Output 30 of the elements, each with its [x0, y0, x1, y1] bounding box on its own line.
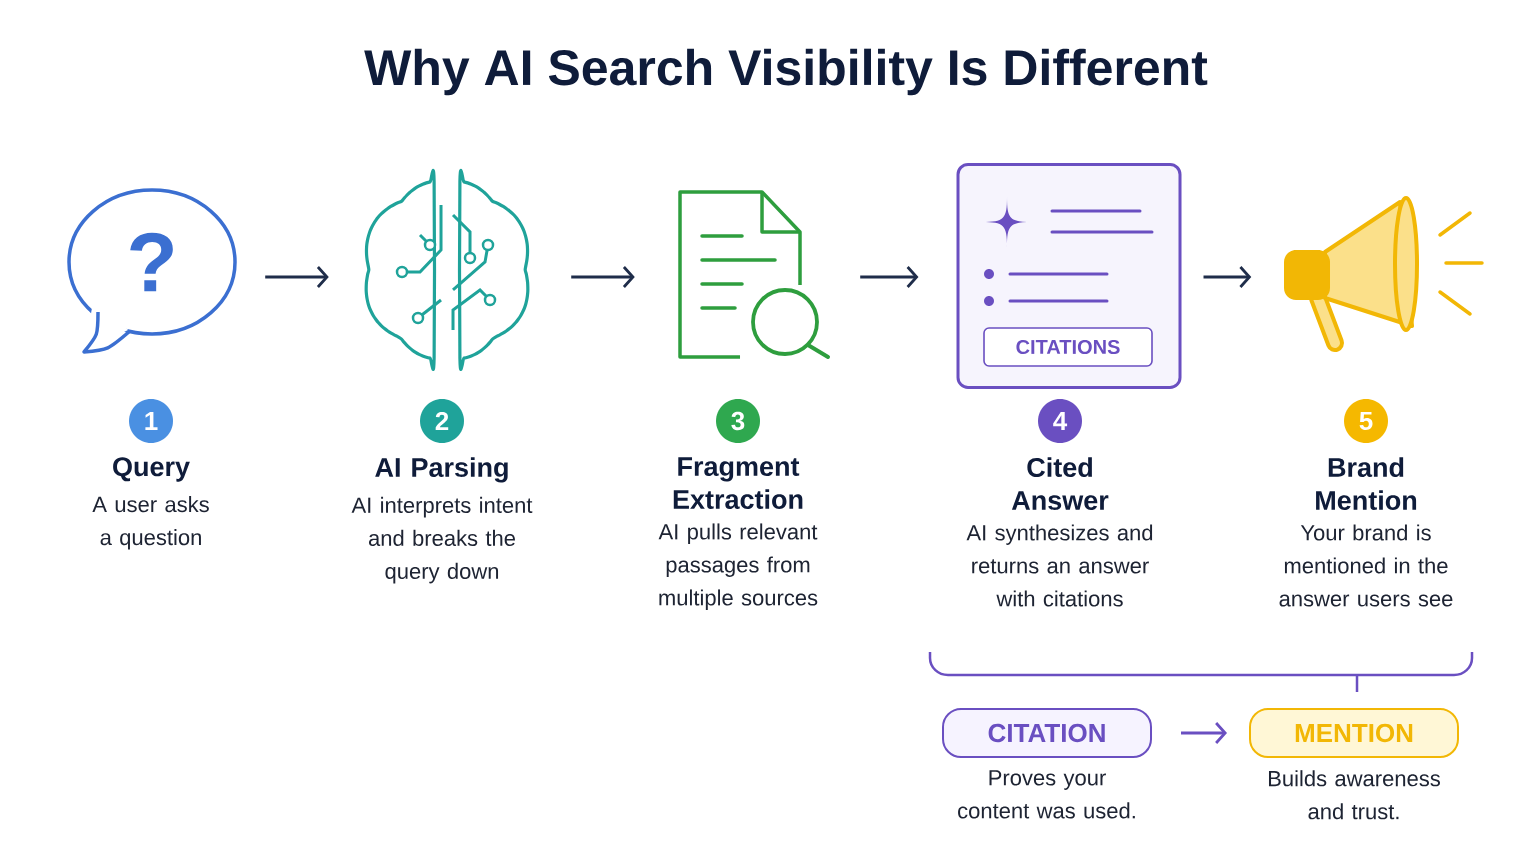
step-description: AI interprets intent and breaks the query down [351, 496, 533, 584]
tag-pill: MENTION [1249, 708, 1459, 758]
step-title: Brand Mention [1316, 457, 1417, 510]
step-number: 4 [1038, 399, 1082, 443]
tag-description: Proves your content was used. [958, 770, 1135, 819]
step-number: 1 [129, 399, 173, 443]
speech-bubble: ? [67, 188, 237, 354]
step-title: Cited Answer [1011, 457, 1109, 510]
step-number: 3 [716, 399, 760, 443]
citations-label: CITATIONS [983, 327, 1153, 367]
step-number: 5 [1344, 399, 1388, 443]
arrow [1203, 266, 1252, 288]
tag-description: Builds awareness and trust. [1269, 770, 1440, 820]
arrow [265, 266, 329, 288]
title: Why AI Search Visibility Is Different [364, 48, 1208, 96]
step-description: Your brand is mentioned in the answer users see [1279, 524, 1453, 607]
megaphone-drawing [1284, 196, 1484, 352]
document-search-drawing [678, 190, 830, 359]
tag-pill: CITATION [942, 708, 1152, 758]
arrow [1181, 722, 1227, 744]
step-title: Query [113, 457, 190, 482]
step-title: AI Parsing [375, 457, 508, 483]
step-title: Fragment Extraction [673, 457, 803, 510]
step-description: AI pulls relevant passages from multiple sources [658, 523, 818, 610]
step-description: A user asks a question [92, 496, 209, 550]
step-number: 2 [420, 399, 464, 443]
arrow [571, 266, 635, 288]
step-description: AI synthesizes and returns an answer with citations [966, 524, 1153, 607]
arrow [860, 266, 919, 288]
brain-drawing [364, 168, 530, 371]
